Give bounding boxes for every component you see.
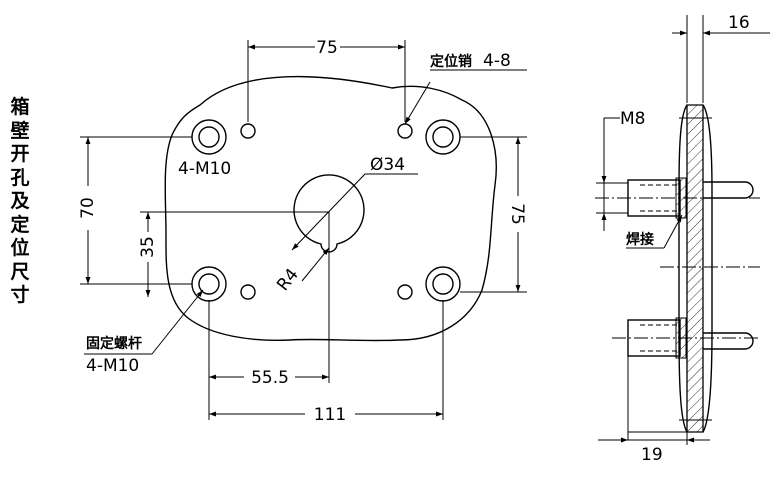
dowel-hole-top-left bbox=[240, 123, 256, 139]
dim-bottom-55-5: 55.5 bbox=[251, 368, 289, 388]
wall-section bbox=[686, 104, 704, 433]
center-hole-diameter: Ø34 bbox=[370, 155, 405, 175]
dim-top-75: 75 bbox=[316, 38, 338, 58]
thread-label: M8 bbox=[620, 109, 645, 129]
title-char: 孔 bbox=[10, 166, 30, 189]
bolt-hole-top-left bbox=[191, 119, 227, 155]
bolt-hole-bottom-left bbox=[191, 266, 227, 302]
dim-right-75: 75 bbox=[507, 203, 527, 225]
dowel-hole-top-right bbox=[397, 123, 413, 139]
bolt-hole-top-right bbox=[425, 119, 461, 155]
dim-bottom-19: 19 bbox=[641, 445, 663, 465]
bottom-stud bbox=[612, 317, 760, 440]
dowel-hole-bottom-right bbox=[397, 284, 413, 300]
dim-bottom-111: 111 bbox=[314, 405, 346, 425]
dim-top-16: 16 bbox=[728, 13, 750, 33]
bolt-hole-label-top: 4-M10 bbox=[178, 159, 231, 179]
section-view: 16 M8 焊接 19 bbox=[595, 13, 770, 465]
bolt-hole-bottom-right bbox=[425, 266, 461, 302]
plan-view: 75 定位销 4-8 4-M10 Ø34 70 35 75 R4 bbox=[78, 38, 527, 425]
bolt-label: 固定螺杆 bbox=[86, 335, 142, 352]
dowel-hole-bottom-left bbox=[240, 284, 256, 300]
title-char: 位 bbox=[10, 237, 30, 259]
radius-label: R4 bbox=[273, 265, 303, 295]
weld-label: 焊接 bbox=[626, 231, 654, 248]
bolt-spec: 4-M10 bbox=[86, 356, 139, 376]
title-char: 开 bbox=[10, 143, 30, 165]
top-stud bbox=[595, 177, 760, 219]
plate-outline bbox=[164, 75, 497, 342]
dowel-label: 定位销 bbox=[430, 53, 472, 70]
title-char: 尺 bbox=[10, 260, 30, 283]
title-char: 壁 bbox=[10, 119, 30, 142]
title-char: 定 bbox=[10, 213, 30, 236]
dowel-spec: 4-8 bbox=[483, 51, 511, 71]
title-char: 及 bbox=[10, 190, 30, 212]
title-char: 寸 bbox=[10, 284, 30, 306]
title-char: 箱 bbox=[10, 96, 30, 118]
center-hole bbox=[293, 174, 365, 253]
dim-left-35: 35 bbox=[138, 236, 158, 258]
vertical-title: 箱 壁 开 孔 及 定 位 尺 寸 bbox=[6, 96, 34, 308]
dim-left-70: 70 bbox=[78, 197, 98, 219]
